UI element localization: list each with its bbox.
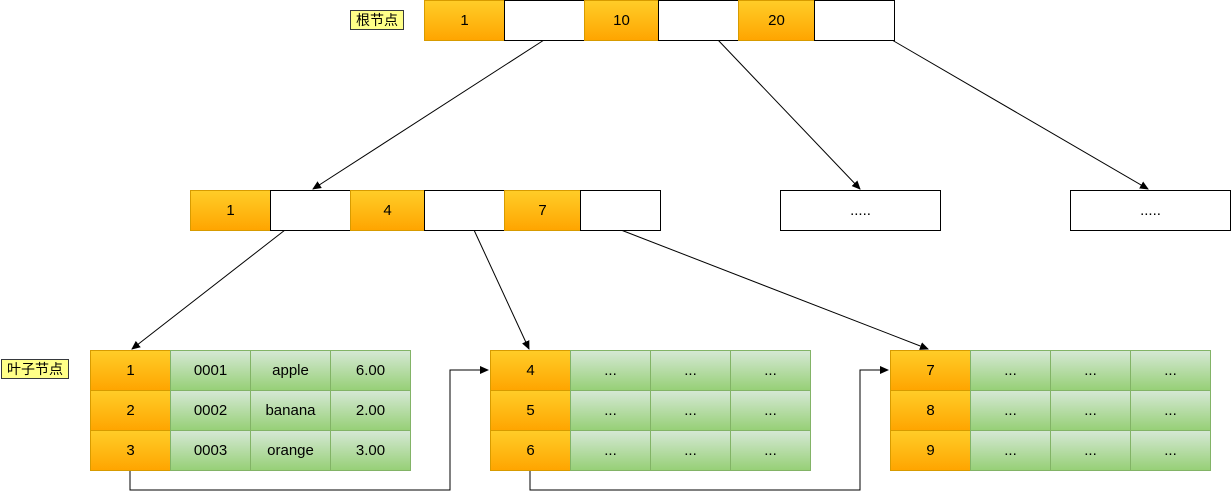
leaf-2-row-2-col-3: ... bbox=[650, 390, 731, 431]
internal-pointer-1 bbox=[270, 190, 351, 231]
leaf-1-row-3-key: 3 bbox=[90, 430, 171, 471]
edge-internal-to-leaf-1 bbox=[131, 229, 286, 350]
leaf-3-row-1-key: 7 bbox=[890, 350, 971, 391]
leaf-3-row-2-col-3: ... bbox=[1050, 390, 1131, 431]
leaf-3-row-3-col-3: ... bbox=[1050, 430, 1131, 471]
leaf-node-label: 叶子节点 bbox=[1, 359, 69, 379]
leaf-3-row-3-col-4: ... bbox=[1130, 430, 1211, 471]
edge-internal-to-leaf-3 bbox=[620, 229, 929, 350]
leaf-2-row-1-col-2: ... bbox=[570, 350, 651, 391]
leaf-2-row-3-col-4: ... bbox=[730, 430, 811, 471]
leaf-1-row-3-price: 3.00 bbox=[330, 430, 411, 471]
leaf-3-row-2-key: 8 bbox=[890, 390, 971, 431]
leaf-3-row-1-col-3: ... bbox=[1050, 350, 1131, 391]
leaf-1-row-1-id: 0001 bbox=[170, 350, 251, 391]
leaf-1-row-2-id: 0002 bbox=[170, 390, 251, 431]
root-node-label: 根节点 bbox=[350, 10, 404, 30]
leaf-link-1-to-2 bbox=[129, 366, 489, 491]
leaf-link-2-to-3 bbox=[529, 366, 889, 491]
internal-pointer-3 bbox=[580, 190, 661, 231]
leaf-2-row-1-col-4: ... bbox=[730, 350, 811, 391]
root-pointer-2 bbox=[658, 0, 739, 41]
leaf-2-row-2-key: 5 bbox=[490, 390, 571, 431]
leaf-1-row-1-price: 6.00 bbox=[330, 350, 411, 391]
leaf-1-row-2-name: banana bbox=[250, 390, 331, 431]
root-key-3: 20 bbox=[738, 0, 815, 41]
leaf-1-row-1-key: 1 bbox=[90, 350, 171, 391]
leaf-2-row-2-col-2: ... bbox=[570, 390, 651, 431]
internal-node-right: ..... bbox=[1070, 190, 1231, 231]
leaf-3-row-2-col-2: ... bbox=[970, 390, 1051, 431]
leaf-3-row-1-col-2: ... bbox=[970, 350, 1051, 391]
leaf-2-row-3-col-2: ... bbox=[570, 430, 651, 471]
leaf-3-row-2-col-4: ... bbox=[1130, 390, 1211, 431]
internal-node-middle: ..... bbox=[780, 190, 941, 231]
edge-root-to-right bbox=[891, 39, 1149, 190]
root-key-1: 1 bbox=[424, 0, 505, 41]
internal-key-3: 7 bbox=[504, 190, 581, 231]
root-pointer-3 bbox=[814, 0, 895, 41]
leaf-2-row-1-col-3: ... bbox=[650, 350, 731, 391]
leaf-2-row-2-col-4: ... bbox=[730, 390, 811, 431]
leaf-1-row-3-id: 0003 bbox=[170, 430, 251, 471]
edge-internal-to-leaf-2 bbox=[473, 229, 530, 350]
leaf-2-row-3-col-3: ... bbox=[650, 430, 731, 471]
leaf-1-row-2-key: 2 bbox=[90, 390, 171, 431]
leaf-3-row-3-col-2: ... bbox=[970, 430, 1051, 471]
internal-pointer-2 bbox=[424, 190, 505, 231]
internal-key-2: 4 bbox=[350, 190, 425, 231]
internal-key-1: 1 bbox=[190, 190, 271, 231]
edge-root-to-left bbox=[312, 39, 545, 190]
root-pointer-1 bbox=[504, 0, 585, 41]
edge-root-to-middle bbox=[717, 39, 861, 190]
leaf-1-row-1-name: apple bbox=[250, 350, 331, 391]
root-key-2: 10 bbox=[584, 0, 659, 41]
leaf-2-row-1-key: 4 bbox=[490, 350, 571, 391]
leaf-1-row-2-price: 2.00 bbox=[330, 390, 411, 431]
leaf-2-row-3-key: 6 bbox=[490, 430, 571, 471]
leaf-3-row-3-key: 9 bbox=[890, 430, 971, 471]
leaf-1-row-3-name: orange bbox=[250, 430, 331, 471]
leaf-3-row-1-col-4: ... bbox=[1130, 350, 1211, 391]
